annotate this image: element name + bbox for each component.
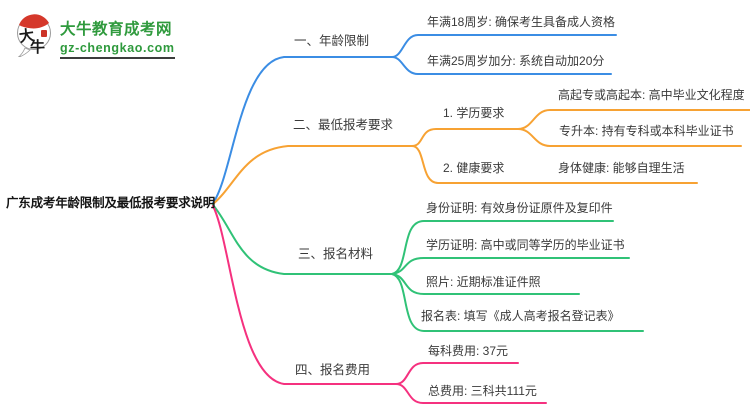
leaf-age-25-bonus: 年满25周岁加分: 系统自动加20分 <box>427 54 605 68</box>
svg-text:大: 大 <box>18 26 35 46</box>
branch-min-requirements-lines <box>212 109 750 205</box>
leaf-photo: 照片: 近期标准证件照 <box>426 275 541 289</box>
leaf-highschool-level: 高起专或高起本: 高中毕业文化程度 <box>558 88 745 102</box>
site-url: gz-chengkao.com <box>60 41 175 59</box>
daniu-emblem-icon: 大 牛 <box>17 14 51 57</box>
branch-min-requirements-label: 二、最低报考要求 <box>293 118 394 132</box>
leaf-education-proof: 学历证明: 高中或同等学历的毕业证书 <box>426 238 625 252</box>
branch-fees-label: 四、报名费用 <box>295 363 371 377</box>
sub-health-requirement-label: 2. 健康要求 <box>443 161 505 175</box>
root-topic: 广东成考年龄限制及最低报考要求说明 <box>6 196 216 210</box>
leaf-id-proof: 身份证明: 有效身份证原件及复印件 <box>426 201 613 215</box>
site-logo: 大 牛 大牛教育成考网 gz-chengkao.com <box>14 11 175 59</box>
leaf-total-fee: 总费用: 三科共111元 <box>428 384 537 398</box>
leaf-college-diploma: 专升本: 持有专科或本科毕业证书 <box>559 124 734 138</box>
branch-materials-label: 三、报名材料 <box>298 247 374 261</box>
leaf-health: 身体健康: 能够自理生活 <box>558 161 685 175</box>
site-name: 大牛教育成考网 <box>60 21 173 38</box>
branch-age-limit-lines <box>212 34 617 204</box>
leaf-fee-per-subject: 每科费用: 37元 <box>428 344 509 358</box>
sub-education-requirement-label: 1. 学历要求 <box>443 106 505 120</box>
svg-text:牛: 牛 <box>30 38 45 56</box>
leaf-age-18: 年满18周岁: 确保考生具备成人资格 <box>427 15 616 29</box>
branch-fees-lines <box>212 205 547 404</box>
branch-age-limit-label: 一、年龄限制 <box>294 34 370 48</box>
leaf-registration-form: 报名表: 填写《成人高考报名登记表》 <box>421 309 620 323</box>
branch-materials-lines <box>212 204 644 332</box>
